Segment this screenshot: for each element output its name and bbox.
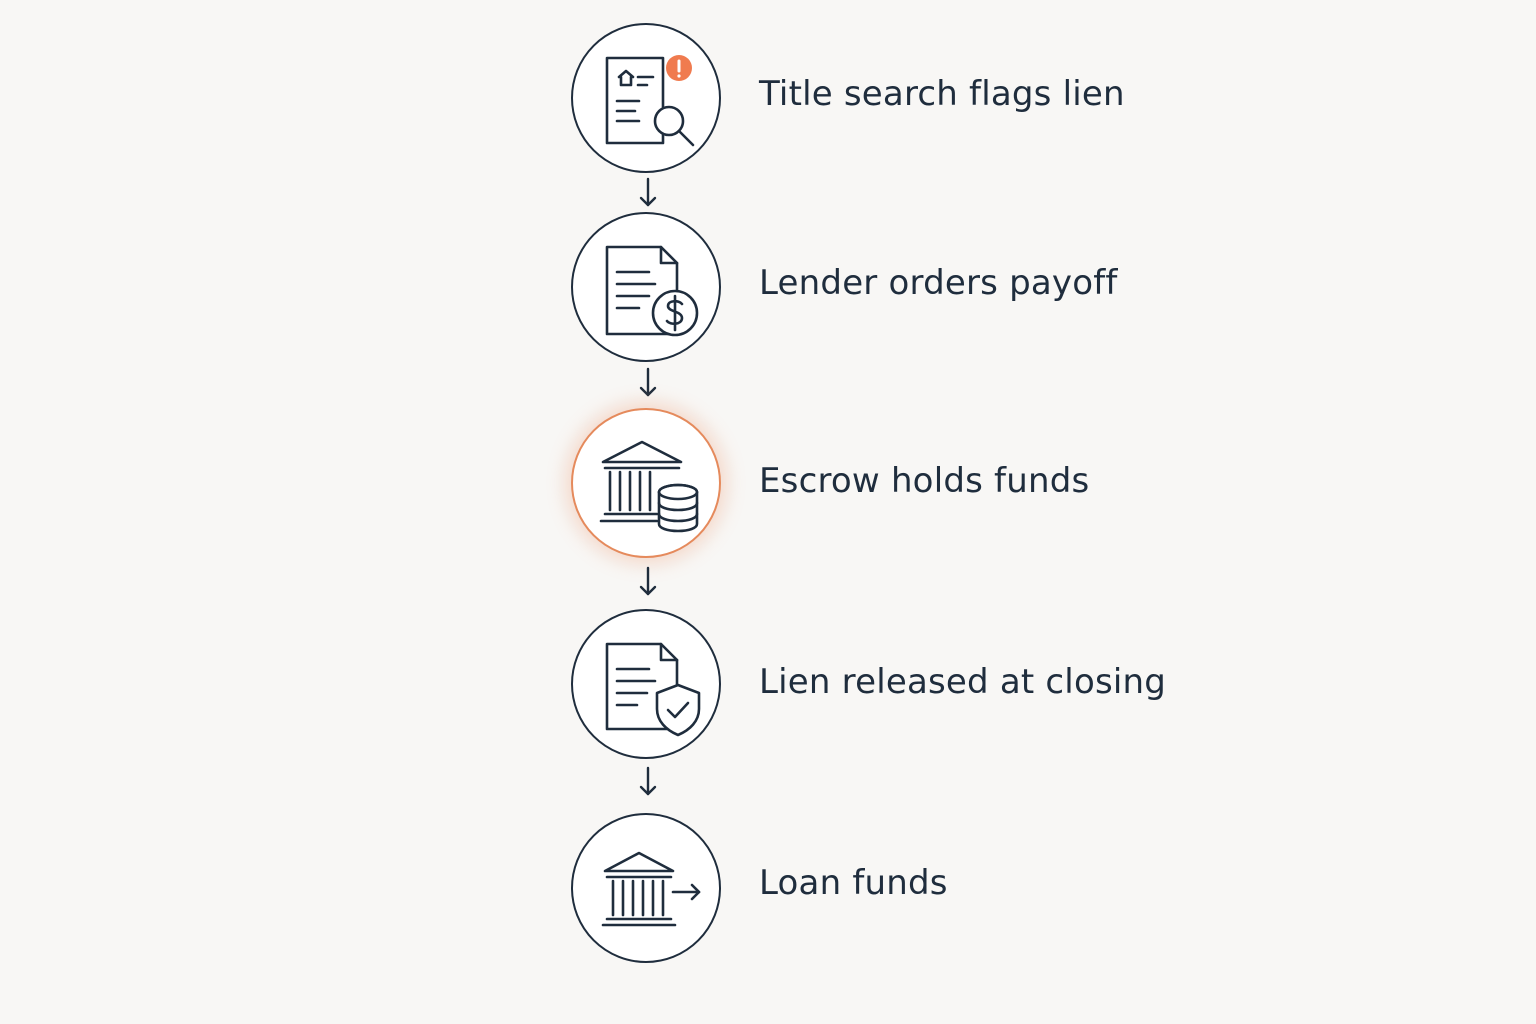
step-5-label: Loan funds <box>759 863 948 903</box>
arrow-down-icon <box>639 367 657 397</box>
step-3-circle <box>571 408 721 558</box>
step-1-label: Title search flags lien <box>759 74 1125 114</box>
step-3-label: Escrow holds funds <box>759 461 1090 501</box>
document-shield-check-icon <box>605 642 701 737</box>
step-2-label: Lender orders payoff <box>759 263 1118 303</box>
step-5-circle <box>571 813 721 963</box>
arrow-down-icon <box>639 766 657 796</box>
step-2-circle <box>571 212 721 362</box>
bank-coins-icon <box>599 440 699 533</box>
step-4-label: Lien released at closing <box>759 662 1167 702</box>
arrow-down-icon <box>639 177 657 207</box>
step-1-circle <box>571 23 721 173</box>
step-4-circle <box>571 609 721 759</box>
document-dollar-icon <box>605 245 699 337</box>
document-search-alert-icon <box>605 55 695 147</box>
bank-transfer-icon <box>601 851 701 927</box>
arrow-down-icon <box>639 566 657 596</box>
